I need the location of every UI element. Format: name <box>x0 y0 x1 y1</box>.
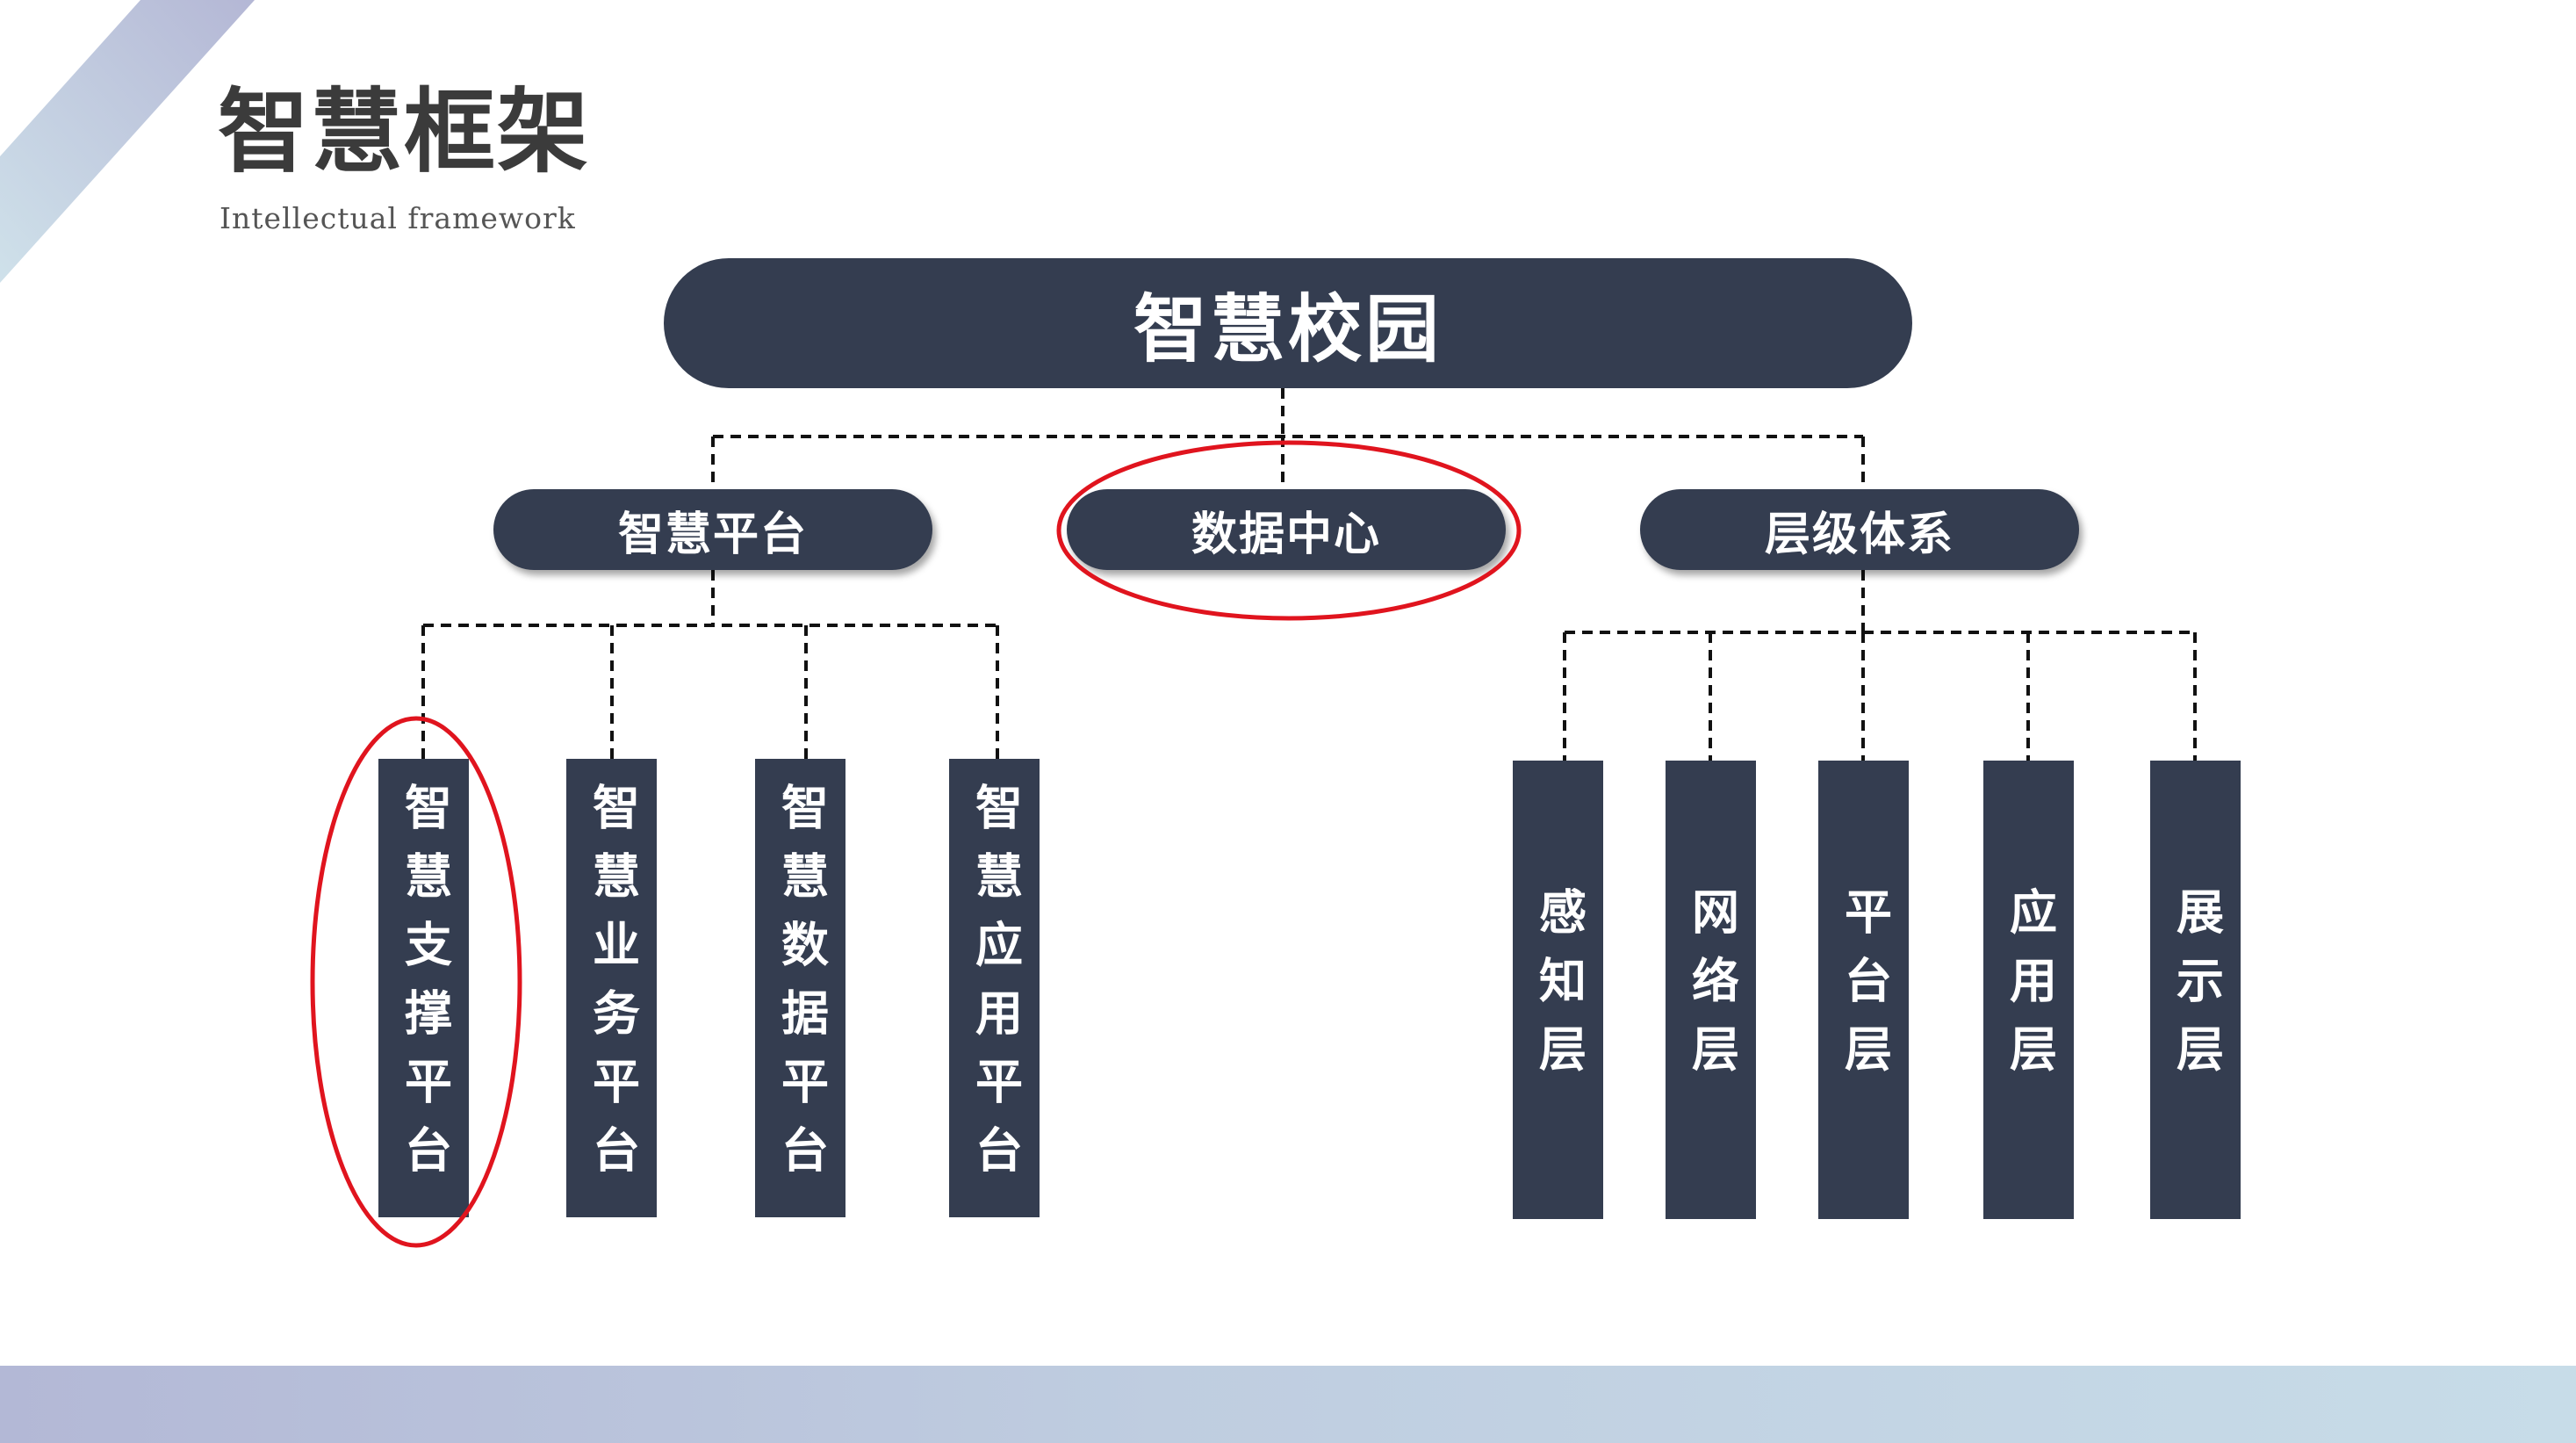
node-data-center: 数据中心 <box>1067 489 1506 570</box>
bottom-band <box>0 1366 2576 1443</box>
leaf-support-platform: 智慧支撑平台 <box>378 759 469 1217</box>
corner-decoration <box>0 0 255 283</box>
leaf-application-layer: 应用层 <box>1983 761 2074 1219</box>
leaf-platform-layer: 平台层 <box>1818 761 1909 1219</box>
leaf-application-platform: 智慧应用平台 <box>949 759 1040 1217</box>
root-node: 智慧校园 <box>664 258 1912 388</box>
leaf-data-platform: 智慧数据平台 <box>755 759 845 1217</box>
node-smart-platform: 智慧平台 <box>493 489 932 570</box>
leaf-network-layer: 网络层 <box>1666 761 1756 1219</box>
leaf-display-layer: 展示层 <box>2150 761 2241 1219</box>
leaf-perception-layer: 感知层 <box>1513 761 1603 1219</box>
leaf-business-platform: 智慧业务平台 <box>566 759 657 1217</box>
page-title: 智慧框架 <box>218 78 591 185</box>
node-layer-system: 层级体系 <box>1640 489 2079 570</box>
page-subtitle: Intellectual framework <box>219 201 576 235</box>
